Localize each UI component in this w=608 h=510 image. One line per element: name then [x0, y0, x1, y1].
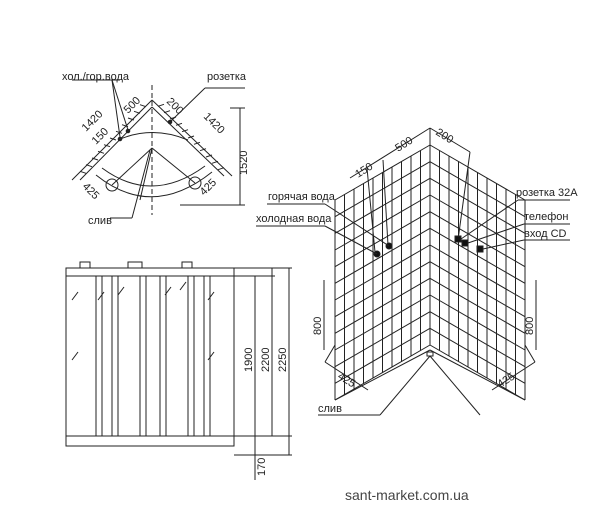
iso-dim-right-800: 800 — [524, 317, 536, 335]
tile-line — [334, 261, 431, 318]
tile-line — [334, 294, 431, 351]
label-drain: слив — [88, 215, 112, 227]
top-view: хол./гор.вода розетка слив 1420 500 150 … — [62, 71, 250, 227]
tile-line — [429, 277, 526, 334]
tile-line — [429, 144, 526, 201]
iso-label-drain: слив — [318, 403, 342, 415]
tile-line — [334, 227, 431, 284]
isometric-view: 150 500 200 горячая вода холодная вода р… — [256, 126, 578, 416]
tile-line — [334, 144, 431, 201]
tile-line — [429, 311, 526, 368]
wall-hatch — [181, 129, 189, 133]
dim-left-425: 425 — [80, 181, 101, 202]
glass-reflection — [71, 291, 79, 301]
label-hot-water: горячая вода — [268, 191, 336, 203]
wall-hatch — [109, 137, 117, 141]
glass-reflection — [179, 281, 187, 291]
iso-dim-left-800: 800 — [312, 317, 324, 335]
dim-170: 170 — [256, 458, 268, 476]
tile-line — [334, 177, 431, 234]
wall-hatch — [187, 135, 195, 139]
iso-dim-right-425: 425 — [495, 371, 517, 391]
tile-line — [429, 177, 526, 234]
label-socket: розетка — [207, 71, 247, 83]
tile-line — [334, 327, 431, 384]
tile-line — [429, 194, 526, 251]
tile-line — [429, 211, 526, 268]
glass-reflection — [71, 351, 79, 361]
label-cold-water: холодная вода — [256, 213, 332, 225]
front-view: 1900 2200 2250 170 — [65, 261, 292, 480]
dim-depth: 1520 — [238, 151, 250, 175]
tile-line — [334, 194, 431, 251]
tile-line — [429, 261, 526, 318]
wall-hatch — [97, 150, 105, 154]
dim-right-wall: 1420 — [201, 111, 227, 137]
floor-edge — [334, 349, 431, 401]
wall-hatch — [211, 160, 219, 164]
label-cd-input: вход CD — [524, 228, 567, 240]
wall-hatch — [193, 141, 201, 145]
label-socket-32a: розетка 32А — [516, 187, 578, 199]
tile-line — [334, 344, 431, 401]
wall-hatch — [157, 103, 165, 107]
wall-hatch — [103, 144, 111, 148]
glass-reflection — [164, 286, 172, 296]
wall-hatch — [85, 164, 93, 168]
wall-hatch — [139, 104, 147, 108]
tile-line — [429, 327, 526, 384]
wall-hatch — [79, 170, 87, 174]
tile-line — [334, 311, 431, 368]
tile-line — [429, 244, 526, 301]
wall-hatch — [205, 154, 213, 158]
iso-dim-150: 150 — [353, 161, 375, 181]
wall-hatch — [163, 110, 171, 114]
dim-1900: 1900 — [243, 348, 255, 372]
wall-hatch — [217, 167, 225, 171]
tile-line — [334, 161, 431, 218]
tile-line — [429, 227, 526, 284]
dim-2250: 2250 — [277, 348, 289, 372]
tile-line — [429, 161, 526, 218]
wall-hatch — [127, 117, 135, 121]
watermark: sant-market.com.ua — [345, 487, 469, 503]
wall-hatch — [133, 110, 141, 114]
label-water-supply: хол./гор.вода — [62, 71, 130, 83]
wall-hatch — [175, 122, 183, 126]
tile-line — [334, 211, 431, 268]
label-phone: телефон — [524, 211, 568, 223]
glass-reflection — [207, 291, 215, 301]
glass-reflection — [207, 351, 215, 361]
dim-2200: 2200 — [260, 348, 272, 372]
floor-edge — [429, 349, 526, 401]
wall-hatch — [199, 148, 207, 152]
tile-line — [429, 344, 526, 401]
tile-line — [429, 294, 526, 351]
wall-hatch — [91, 157, 99, 161]
tile-line — [334, 277, 431, 334]
iso-dim-200: 200 — [433, 126, 455, 146]
iso-dim-500: 500 — [393, 135, 415, 155]
glass-reflection — [117, 286, 125, 296]
tile-line — [334, 244, 431, 301]
glass-reflection — [97, 291, 105, 301]
